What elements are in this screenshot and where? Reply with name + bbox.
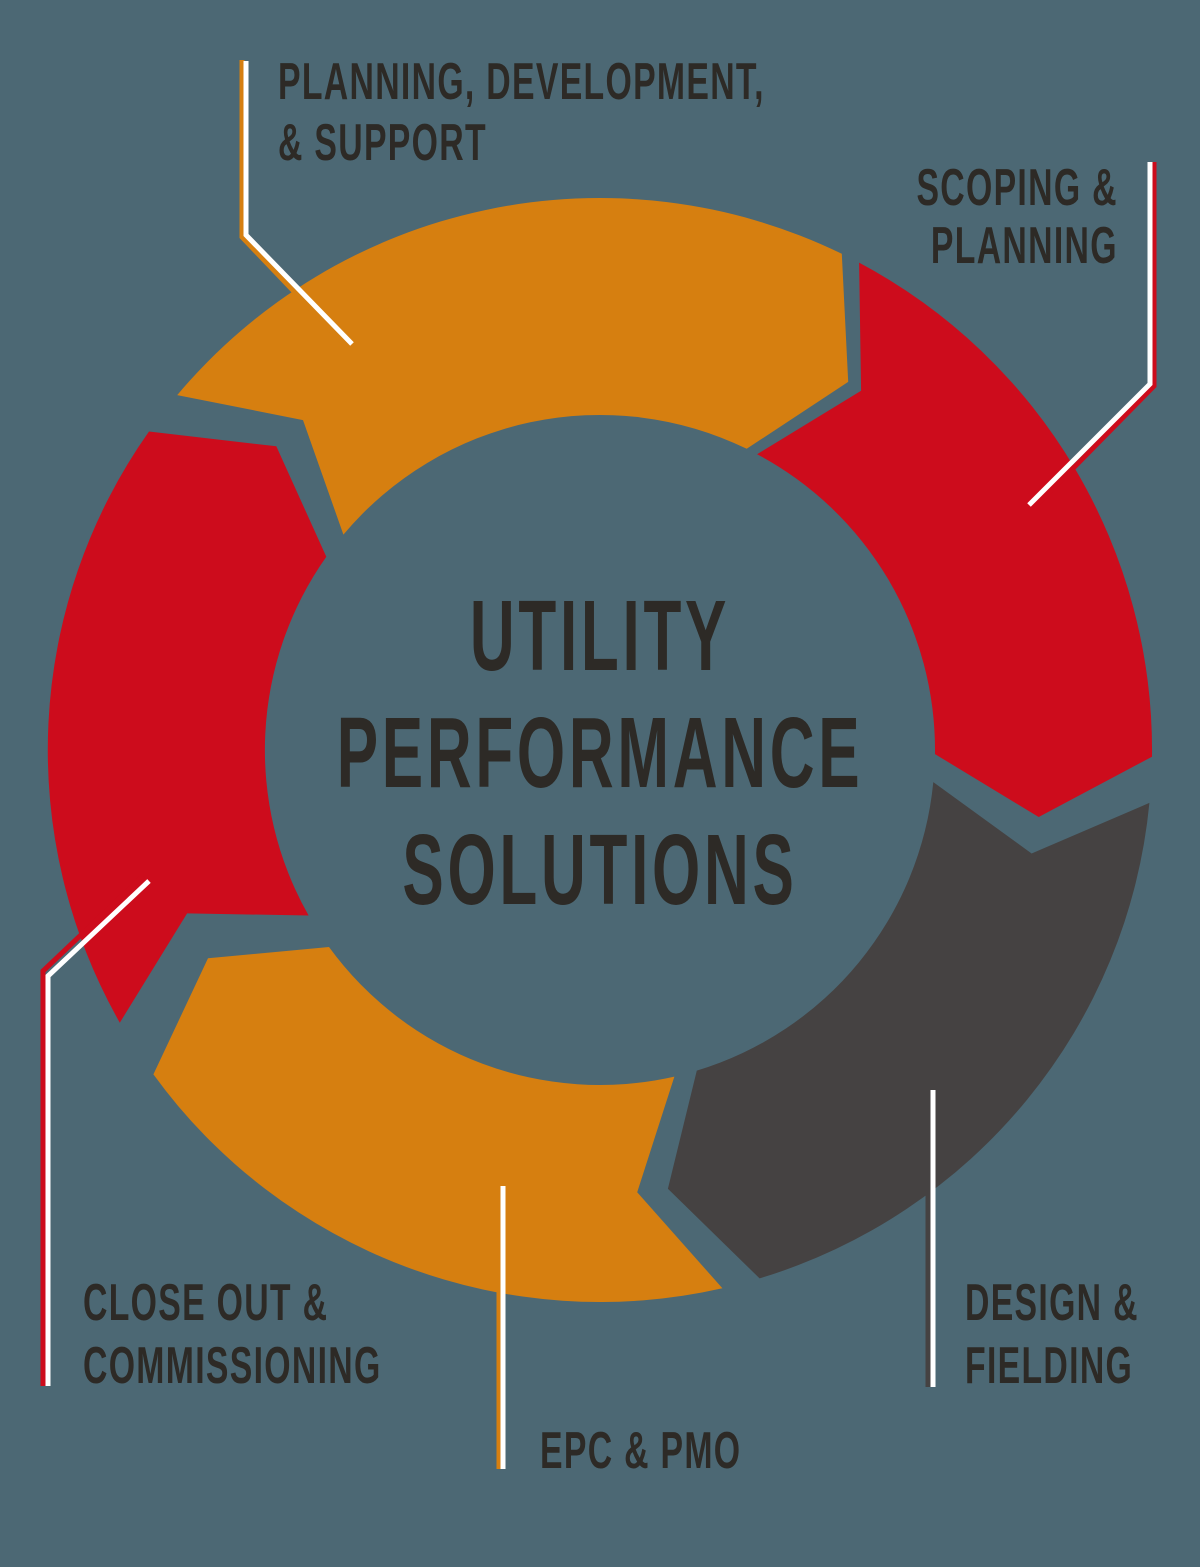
closeout-leader-white	[45, 879, 151, 1386]
label-scoping-planning: SCOPING & PLANNING	[917, 159, 1118, 275]
planning-leader-color	[239, 60, 351, 351]
label-closeout-commissioning: CLOSE OUT & COMMISSIONING	[83, 1272, 382, 1398]
arrow-segment-design-fielding	[667, 782, 1150, 1279]
center-title: UTILITY PERFORMANCE SOLUTIONS	[228, 578, 972, 929]
leader-lines-white	[45, 61, 1153, 1469]
center-title-line-1: UTILITY	[469, 580, 731, 692]
arrow-segment-scoping-planning	[757, 262, 1153, 818]
center-title-line-3: SOLUTIONS	[402, 814, 798, 926]
label-design-fielding: DESIGN & FIELDING	[965, 1272, 1139, 1398]
label-line: SCOPING &	[916, 159, 1118, 217]
arrow-segment-planning-development-support	[177, 198, 849, 535]
closeout-leader-color	[40, 874, 145, 1386]
label-planning-development-support: PLANNING, DEVELOPMENT, & SUPPORT	[278, 52, 765, 174]
leader-lines-colored	[40, 60, 1157, 1469]
label-line: CLOSE OUT &	[83, 1274, 329, 1332]
arrow-segment-closeout-commissioning	[47, 431, 327, 1023]
arrow-segment-epc-pmo	[153, 947, 723, 1303]
label-epc-pmo: EPC & PMO	[540, 1421, 741, 1481]
label-line: PLANNING, DEVELOPMENT,	[278, 53, 765, 111]
center-title-line-2: PERFORMANCE	[336, 697, 864, 809]
label-line: PLANNING	[931, 217, 1118, 275]
label-line: EPC & PMO	[540, 1422, 742, 1480]
label-line: COMMISSIONING	[83, 1337, 382, 1395]
planning-leader-white	[243, 61, 354, 346]
scoping-leader-color	[1032, 162, 1157, 510]
label-line: DESIGN &	[965, 1274, 1139, 1332]
label-line: FIELDING	[965, 1337, 1134, 1395]
scoping-leader-white	[1027, 162, 1153, 507]
label-line: & SUPPORT	[278, 114, 487, 172]
